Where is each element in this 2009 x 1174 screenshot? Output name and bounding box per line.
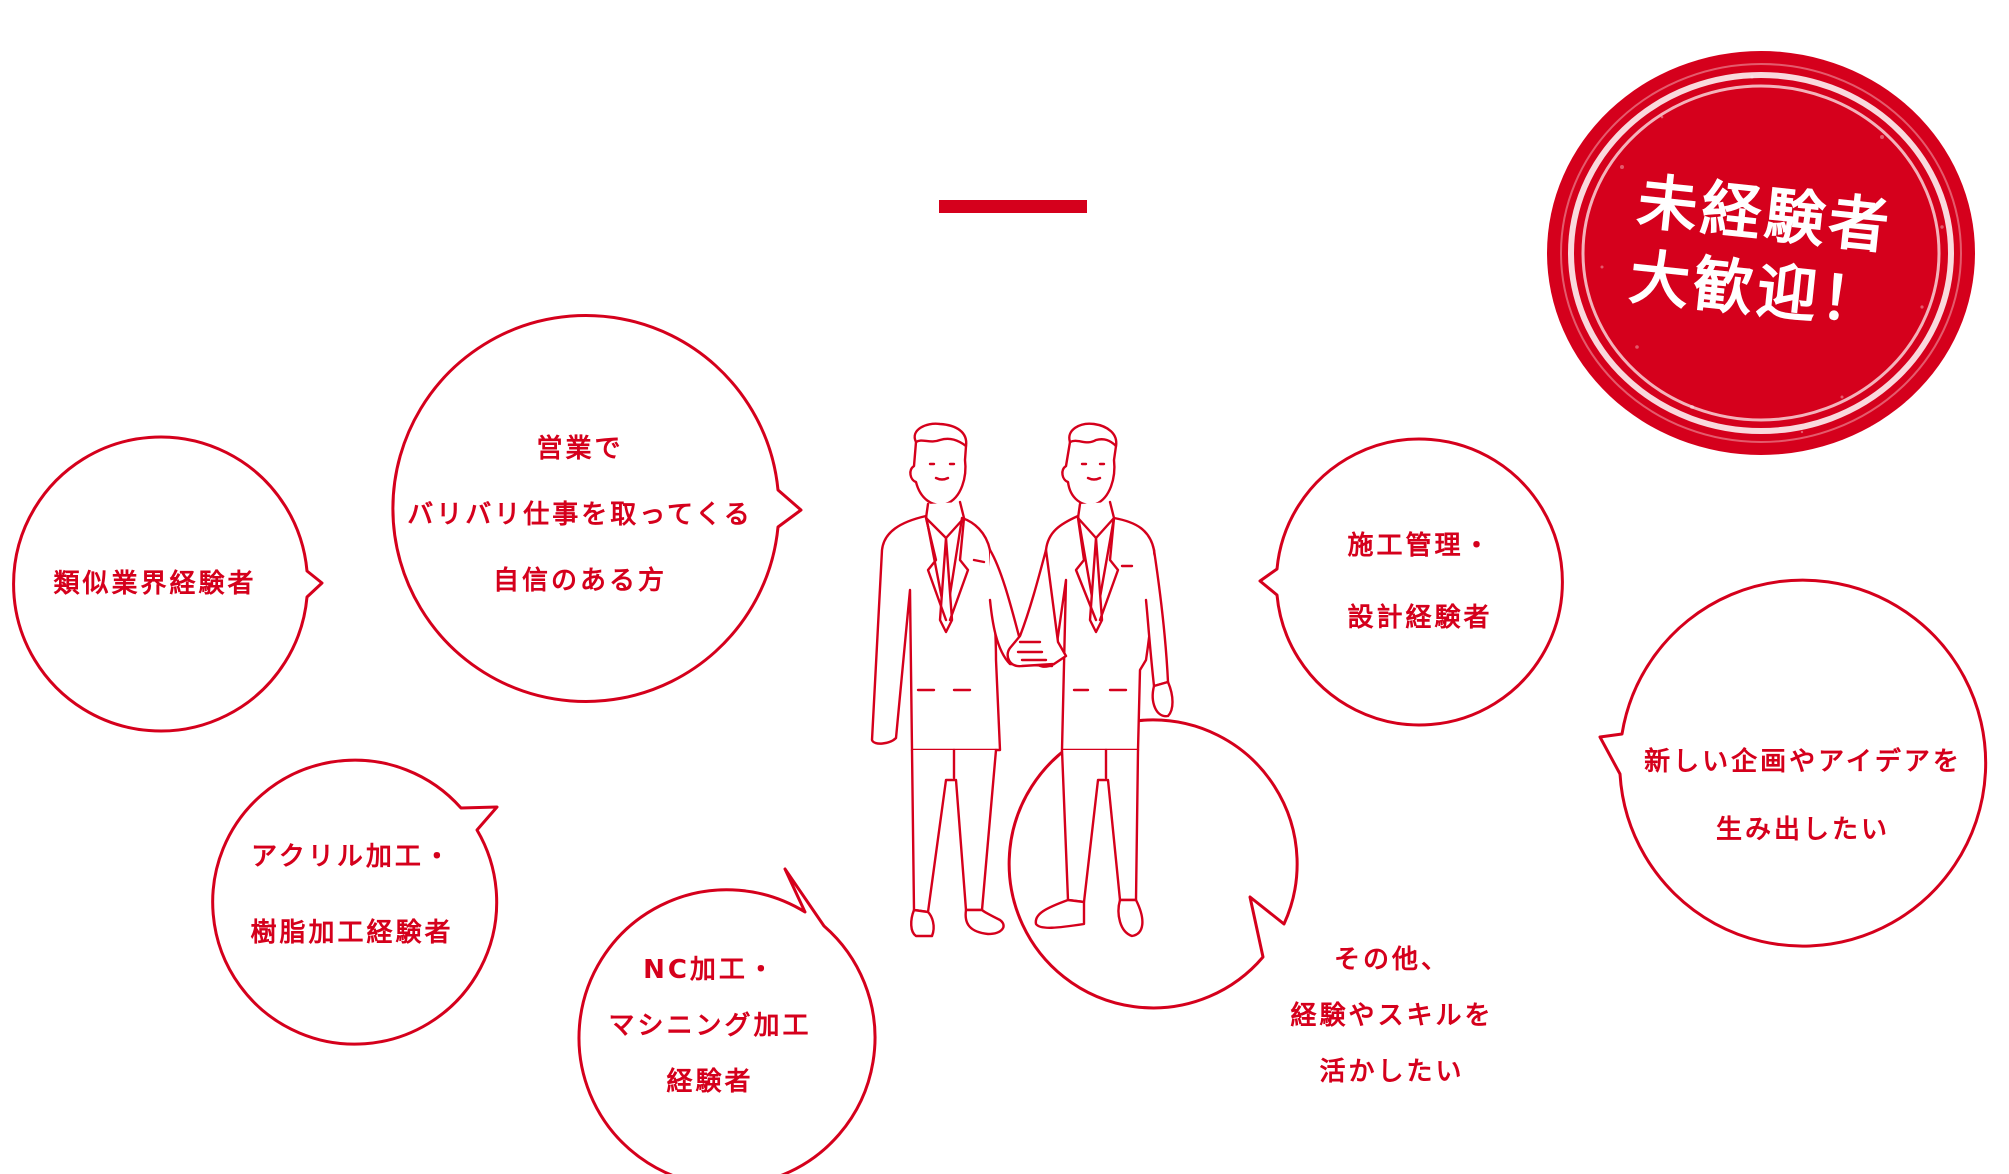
bubble-line: 経験やスキルを <box>1290 1001 1494 1031</box>
bubble-line: 営業で <box>536 434 624 464</box>
bubble-line: 活かしたい <box>1319 1057 1465 1087</box>
bubble-line: その他、 <box>1333 945 1450 975</box>
bubble-line: 新しい企画やアイデアを <box>1644 747 1962 777</box>
stamp-text: 未経験者 大歓迎！ <box>1522 25 2001 481</box>
bubble-line: NC加工・ <box>643 955 777 985</box>
bubble-line: 類似業界経験者 <box>53 569 257 599</box>
welcome-stamp: 未経験者 大歓迎！ <box>1542 47 1980 459</box>
bubble-sales-confidence: 営業で バリバリ仕事を取ってくる 自信のある方 <box>385 314 805 712</box>
bubble-line: 施工管理・ <box>1347 531 1493 561</box>
bubble-line: バリバリ仕事を取ってくる <box>407 500 753 530</box>
bubble-line: 自信のある方 <box>492 566 667 596</box>
bubble-construction-design: 施工管理・ 設計経験者 <box>1250 435 1570 731</box>
bubble-similar-industry: 類似業界経験者 <box>5 435 325 737</box>
bubble-line: 経験者 <box>666 1067 754 1097</box>
bubble-line: 生み出したい <box>1715 815 1890 845</box>
handshake-businessmen-icon <box>870 420 1190 960</box>
bubble-line: 樹脂加工経験者 <box>250 918 454 948</box>
stamp-seal-icon <box>1547 51 1975 455</box>
accent-bar <box>939 200 1087 213</box>
bubble-other-skills: その他、 経験やスキルを 活かしたい <box>1007 718 1546 1164</box>
bubble-line: アクリル加工・ <box>251 842 453 872</box>
bubble-line: マシニング加工 <box>608 1011 812 1041</box>
bubble-acrylic-resin: アクリル加工・ 樹脂加工経験者 <box>205 748 505 1050</box>
bubble-nc-machining: NC加工・ マシニング加工 経験者 <box>562 867 892 1174</box>
bubble-new-ideas: 新しい企画やアイデアを 生み出したい <box>1592 578 2009 984</box>
bubble-line: 設計経験者 <box>1347 603 1493 633</box>
